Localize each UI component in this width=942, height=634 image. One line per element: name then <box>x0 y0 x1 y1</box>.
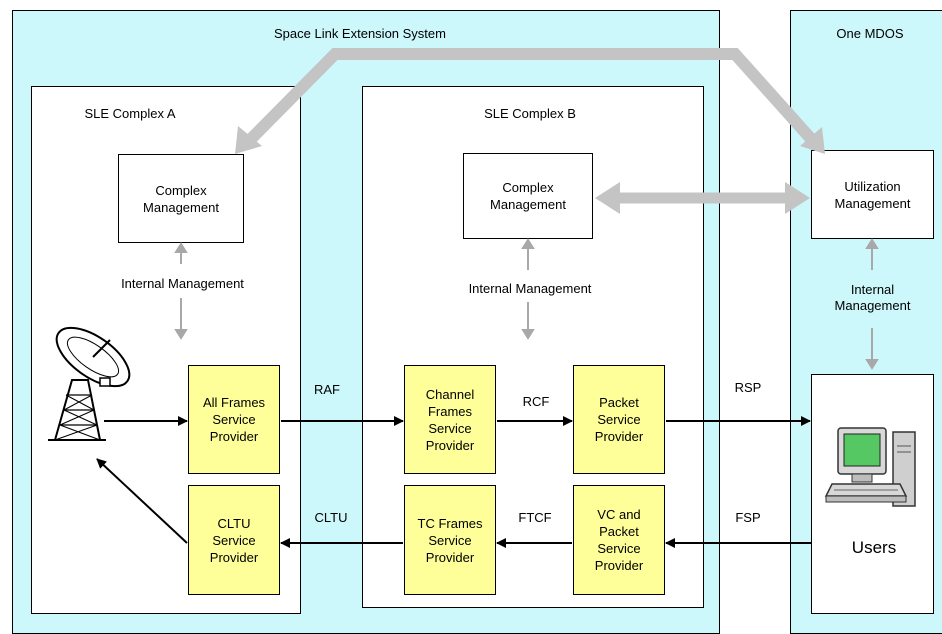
mdos-title: One MDOS <box>836 26 904 41</box>
complex-a-title: SLE Complex A <box>84 106 176 121</box>
complex-a-management-box: Complex Management <box>118 154 244 243</box>
rsp-label: RSP <box>734 380 762 395</box>
packet-service-provider-box: Packet Service Provider <box>573 365 665 474</box>
ftcf-label: FTCF <box>518 510 552 525</box>
complex-a-internal-management-label: Internal Management <box>121 276 244 291</box>
sle-system-title: Space Link Extension System <box>274 26 446 41</box>
rcf-label: RCF <box>522 394 550 409</box>
tc-frames-service-provider-box: TC Frames Service Provider <box>404 485 496 595</box>
users-label: Users <box>851 538 897 557</box>
complex-b-title: SLE Complex B <box>484 106 576 121</box>
cltu-link-label: CLTU <box>314 510 348 525</box>
complex-b-management-box: Complex Management <box>463 153 593 239</box>
users-panel <box>811 374 934 614</box>
raf-label: RAF <box>314 382 340 397</box>
complex-b-internal-management-label: Internal Management <box>468 281 592 296</box>
vc-packet-service-provider-box: VC and Packet Service Provider <box>573 485 665 595</box>
all-frames-service-provider-box: All Frames Service Provider <box>188 365 280 474</box>
mdos-internal-management-label: Internal Management <box>834 282 911 313</box>
channel-frames-service-provider-box: Channel Frames Service Provider <box>404 365 496 474</box>
utilization-management-box: Utilization Management <box>811 150 934 239</box>
fsp-label: FSP <box>735 510 761 525</box>
cltu-service-provider-box: CLTU Service Provider <box>188 485 280 595</box>
